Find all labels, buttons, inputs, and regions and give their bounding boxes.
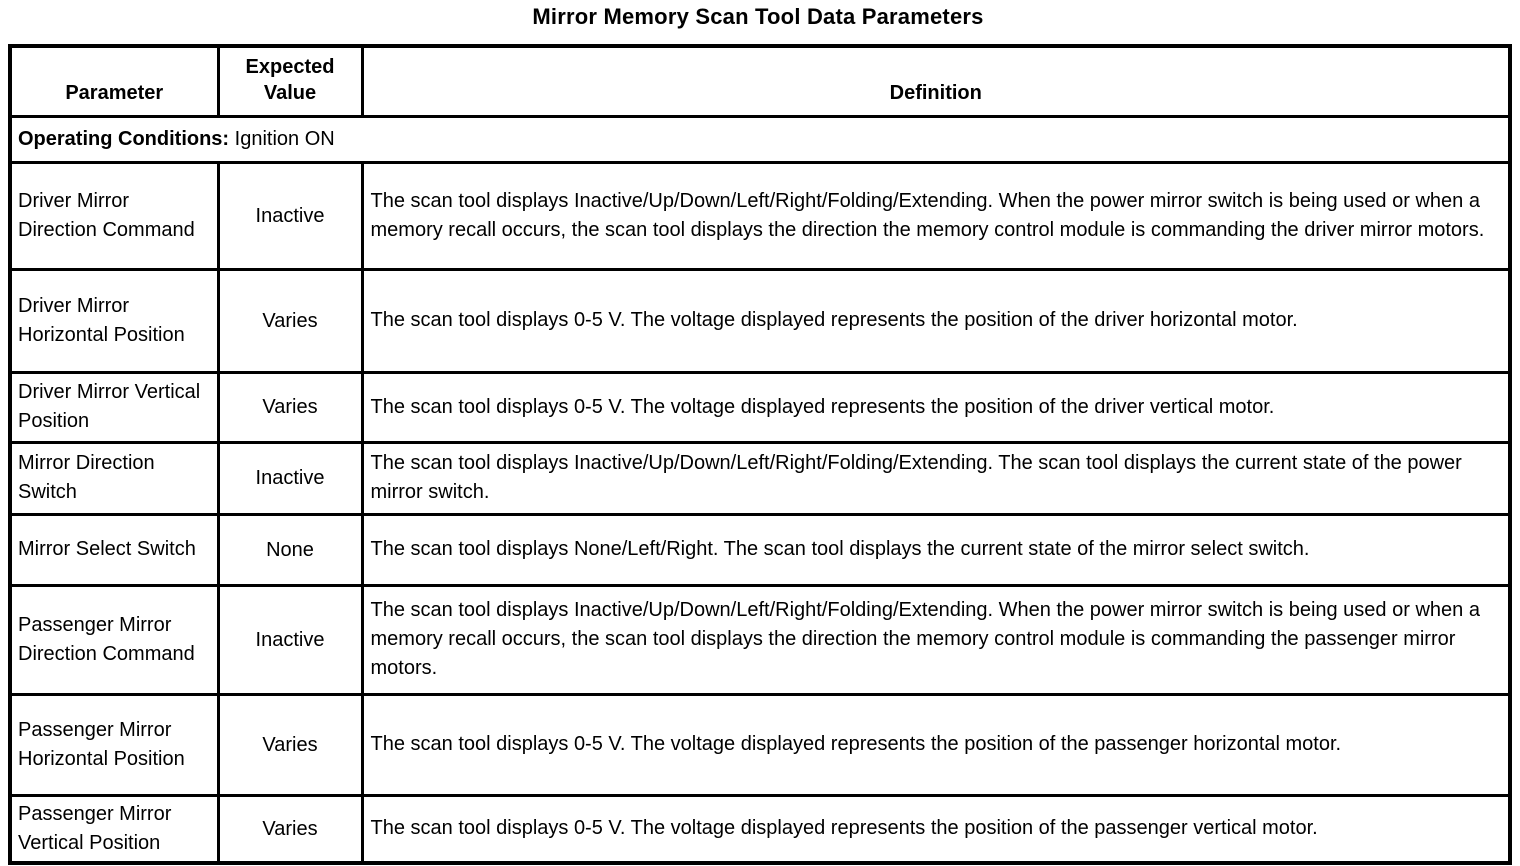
parameter-cell: Driver Mirror Direction Command — [8, 160, 220, 271]
table-row: Passenger Mirror Vertical Position Varie… — [8, 793, 1512, 865]
column-header-expected-value: Expected Value — [216, 44, 364, 118]
expected-value-cell: None — [216, 512, 364, 587]
definition-cell: The scan tool displays 0-5 V. The voltag… — [360, 692, 1512, 797]
operating-conditions-label: Operating Conditions: — [18, 128, 230, 150]
expected-value-cell: Inactive — [216, 583, 364, 696]
expected-value-cell: Varies — [216, 267, 364, 374]
table-row: Passenger Mirror Horizontal Position Var… — [8, 692, 1512, 797]
table-row: Driver Mirror Vertical Position Varies T… — [8, 370, 1512, 444]
definition-cell: The scan tool displays 0-5 V. The voltag… — [360, 793, 1512, 865]
definition-cell: The scan tool displays Inactive/Up/Down/… — [360, 583, 1512, 696]
parameter-cell: Mirror Select Switch — [8, 512, 220, 587]
definition-cell: The scan tool displays 0-5 V. The voltag… — [360, 370, 1512, 444]
table-row: Mirror Select Switch None The scan tool … — [8, 512, 1512, 587]
parameter-cell: Passenger Mirror Horizontal Position — [8, 692, 220, 797]
expected-value-cell: Inactive — [216, 440, 364, 516]
column-header-definition: Definition — [360, 44, 1512, 118]
operating-conditions-cell: Operating Conditions: Ignition ON — [8, 114, 1512, 164]
parameter-cell: Passenger Mirror Vertical Position — [8, 793, 220, 865]
expected-value-cell: Varies — [216, 370, 364, 444]
page-title: Mirror Memory Scan Tool Data Parameters — [532, 4, 984, 29]
parameter-cell: Passenger Mirror Direction Command — [8, 583, 220, 696]
operating-conditions-value: Ignition ON — [234, 128, 335, 150]
expected-value-cell: Inactive — [216, 160, 364, 271]
expected-value-cell: Varies — [216, 793, 364, 865]
column-header-parameter: Parameter — [8, 44, 220, 118]
table-row: Mirror Direction Switch Inactive The sca… — [8, 440, 1512, 516]
table-row: Driver Mirror Direction Command Inactive… — [8, 160, 1512, 271]
table-row: Driver Mirror Horizontal Position Varies… — [8, 267, 1512, 374]
parameter-cell: Driver Mirror Vertical Position — [8, 370, 220, 444]
parameter-cell: Mirror Direction Switch — [8, 440, 220, 516]
parameters-table: Parameter Expected Value Definition Oper… — [8, 44, 1512, 865]
definition-cell: The scan tool displays None/Left/Right. … — [360, 512, 1512, 587]
expected-value-cell: Varies — [216, 692, 364, 797]
header-row: Parameter Expected Value Definition — [8, 44, 1512, 118]
definition-cell: The scan tool displays Inactive/Up/Down/… — [360, 440, 1512, 516]
definition-cell: The scan tool displays Inactive/Up/Down/… — [360, 160, 1512, 271]
parameter-cell: Driver Mirror Horizontal Position — [8, 267, 220, 374]
operating-conditions-row: Operating Conditions: Ignition ON — [8, 114, 1512, 164]
definition-cell: The scan tool displays 0-5 V. The voltag… — [360, 267, 1512, 374]
table-row: Passenger Mirror Direction Command Inact… — [8, 583, 1512, 696]
